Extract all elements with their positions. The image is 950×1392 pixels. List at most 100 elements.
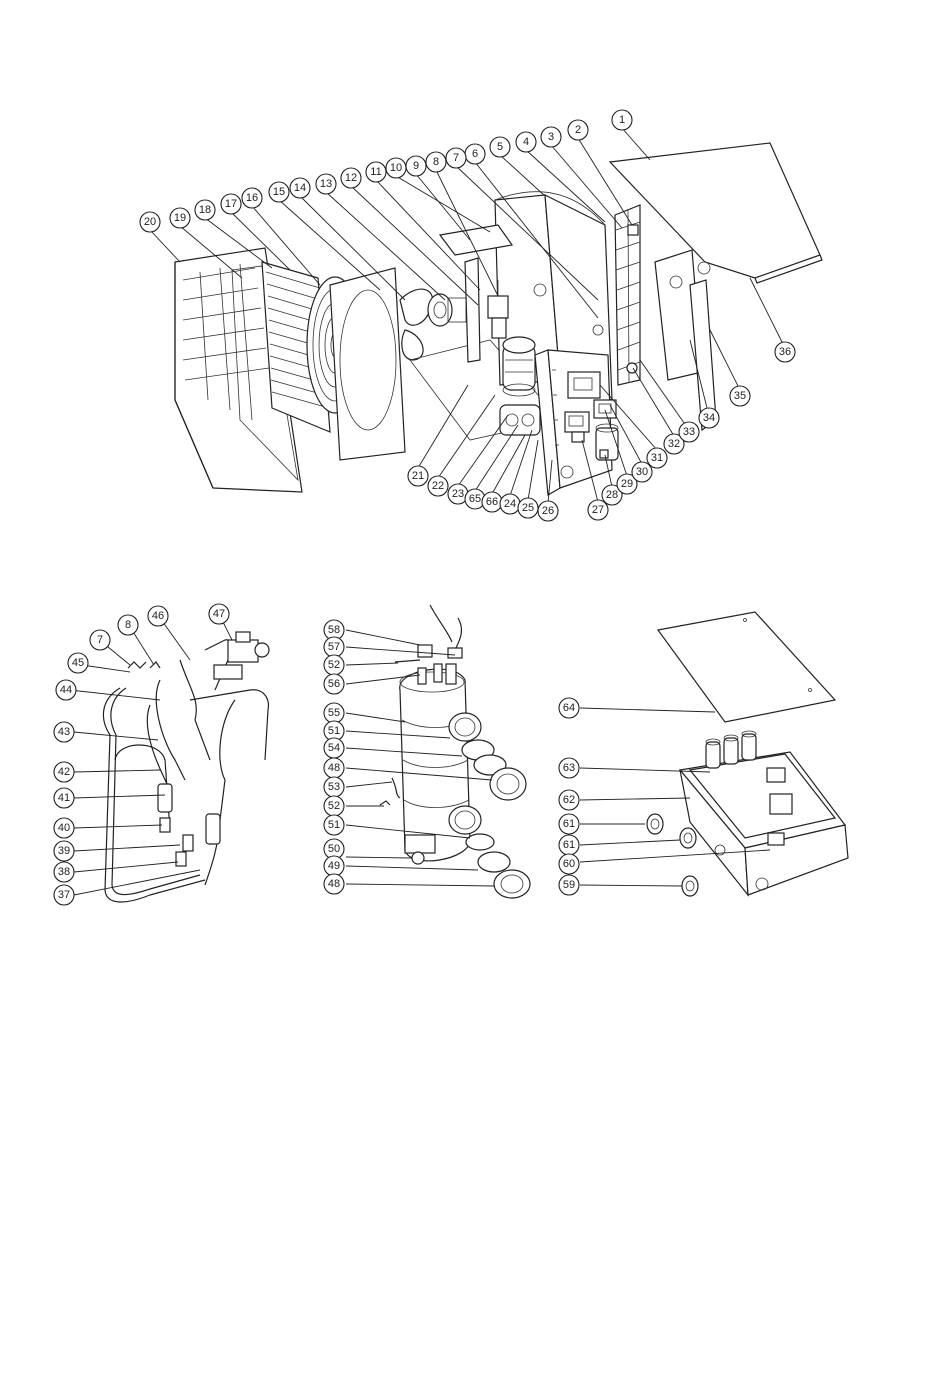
svg-text:35: 35 (734, 390, 746, 402)
callout-59: 59 (559, 875, 579, 895)
electric-callouts: 64 63 62 61 61 60 59 (559, 698, 579, 895)
callout-41: 41 (54, 788, 74, 808)
refrigerant-leader-lines (70, 618, 232, 895)
callout-12: 12 (341, 168, 361, 188)
svg-text:20: 20 (144, 216, 156, 228)
callout-48: 48 (324, 758, 344, 778)
callout-9: 9 (406, 156, 426, 176)
callout-53: 53 (324, 777, 344, 797)
svg-text:53: 53 (328, 781, 340, 793)
svg-text:51: 51 (328, 819, 340, 831)
callout-46: 46 (148, 606, 168, 626)
callout-7: 7 (446, 148, 466, 168)
callout-8: 8 (426, 152, 446, 172)
top-cover (610, 143, 822, 283)
svg-text:3: 3 (548, 131, 554, 143)
callout-57: 57 (324, 637, 344, 657)
svg-text:51: 51 (328, 725, 340, 737)
callout-5: 5 (490, 137, 510, 157)
svg-text:8: 8 (125, 619, 131, 631)
svg-text:7: 7 (97, 634, 103, 646)
svg-text:64: 64 (563, 702, 575, 714)
callout-27: 27 (588, 500, 608, 520)
svg-text:27: 27 (592, 504, 604, 516)
callout-42: 42 (54, 762, 74, 782)
svg-text:45: 45 (72, 657, 84, 669)
svg-text:57: 57 (328, 641, 340, 653)
svg-text:29: 29 (621, 478, 633, 490)
svg-text:8: 8 (433, 156, 439, 168)
callout-63: 63 (559, 758, 579, 778)
callout-38: 38 (54, 862, 74, 882)
svg-text:33: 33 (683, 426, 695, 438)
svg-text:37: 37 (58, 889, 70, 901)
box-lid (658, 612, 835, 722)
callout-36: 36 (775, 342, 795, 362)
callout-66: 66 (482, 492, 502, 512)
svg-text:44: 44 (60, 684, 72, 696)
svg-text:9: 9 (413, 160, 419, 172)
svg-text:12: 12 (345, 172, 357, 184)
callout-40: 40 (54, 818, 74, 838)
callout-44: 44 (56, 680, 76, 700)
valve-body (214, 632, 269, 679)
callout-30: 30 (632, 462, 652, 482)
svg-text:48: 48 (328, 762, 340, 774)
svg-text:42: 42 (58, 766, 70, 778)
support-post (465, 258, 480, 362)
svg-text:60: 60 (563, 858, 575, 870)
svg-text:15: 15 (273, 186, 285, 198)
callout-11: 11 (366, 162, 386, 182)
svg-text:40: 40 (58, 822, 70, 834)
callout-62: 62 (559, 790, 579, 810)
svg-text:23: 23 (452, 488, 464, 500)
svg-text:61: 61 (563, 839, 575, 851)
svg-text:58: 58 (328, 624, 340, 636)
callout-34: 34 (699, 408, 719, 428)
svg-text:56: 56 (328, 678, 340, 690)
svg-text:36: 36 (779, 346, 791, 358)
callout-60: 60 (559, 854, 579, 874)
refrigerant-circuit-view: 7 8 46 47 45 44 43 42 41 40 39 38 37 (54, 604, 269, 905)
svg-text:26: 26 (542, 505, 554, 517)
callout-55: 55 (324, 703, 344, 723)
svg-text:50: 50 (328, 843, 340, 855)
callout-25: 25 (518, 498, 538, 518)
svg-text:49: 49 (328, 860, 340, 872)
callout-7: 7 (90, 630, 110, 650)
svg-text:62: 62 (563, 794, 575, 806)
callout-37: 37 (54, 885, 74, 905)
svg-text:22: 22 (432, 480, 444, 492)
callout-13: 13 (316, 174, 336, 194)
callout-61: 61 (559, 814, 579, 834)
svg-text:18: 18 (199, 204, 211, 216)
callout-33: 33 (679, 422, 699, 442)
heat-exchanger-view: 58 57 52 56 55 51 54 48 53 52 51 50 49 4… (324, 605, 530, 898)
svg-text:7: 7 (453, 152, 459, 164)
svg-text:32: 32 (668, 438, 680, 450)
svg-text:30: 30 (636, 466, 648, 478)
svg-text:14: 14 (294, 182, 306, 194)
callout-10: 10 (386, 158, 406, 178)
callout-48: 48 (324, 874, 344, 894)
callout-8: 8 (118, 615, 138, 635)
svg-text:25: 25 (522, 502, 534, 514)
front-panel (330, 268, 405, 460)
callout-45: 45 (68, 653, 88, 673)
callout-61: 61 (559, 835, 579, 855)
heat-exchanger (500, 405, 540, 435)
svg-text:24: 24 (504, 498, 516, 510)
svg-text:10: 10 (390, 162, 402, 174)
compressor (503, 337, 535, 396)
svg-text:11: 11 (370, 166, 381, 178)
callout-19: 19 (170, 208, 190, 228)
electric-box-view: 64 63 62 61 61 60 59 (559, 612, 848, 896)
svg-text:2: 2 (575, 124, 581, 136)
svg-text:52: 52 (328, 659, 340, 671)
svg-text:55: 55 (328, 707, 340, 719)
svg-text:54: 54 (328, 742, 340, 754)
callout-6: 6 (465, 144, 485, 164)
callout-56: 56 (324, 674, 344, 694)
